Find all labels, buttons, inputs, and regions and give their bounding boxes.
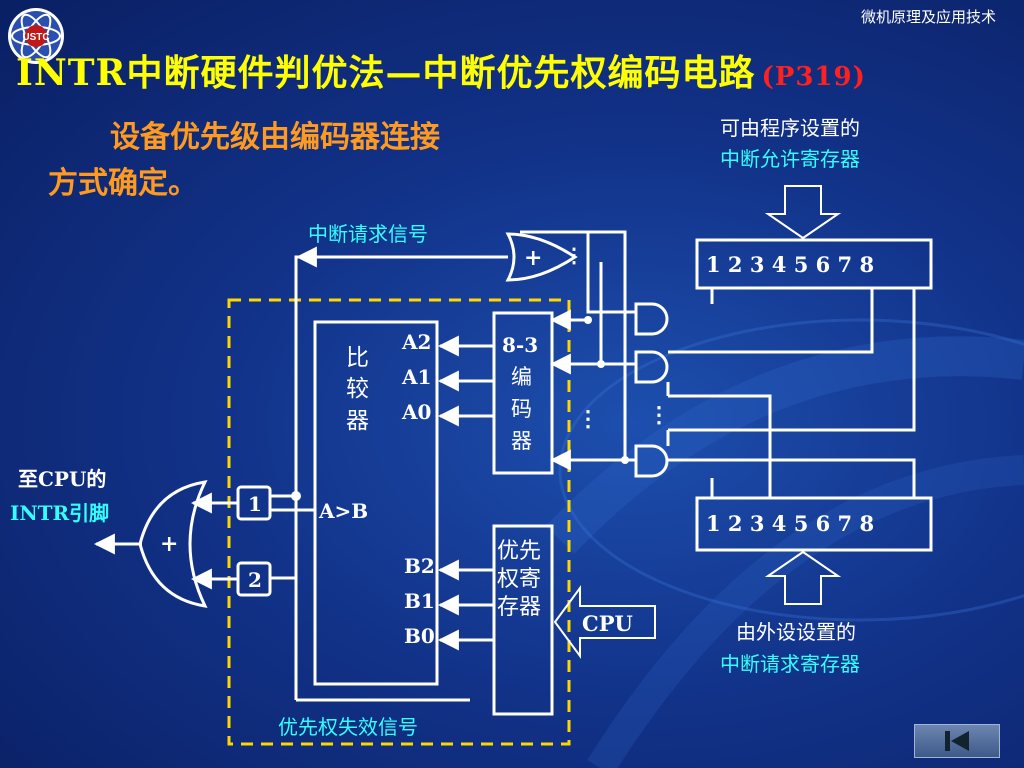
comparator-box [313, 320, 439, 686]
comparator-in-b1: B1 [404, 589, 435, 613]
priority-invalid-signal-label: 优先权失效信号 [278, 715, 418, 739]
mask-register-label-2: 中断允许寄存器 [720, 147, 860, 171]
dots-and-gates: ⋮ [648, 402, 670, 428]
comparator-in-a0: A0 [401, 400, 431, 424]
and-gate-8 [634, 444, 669, 478]
mask-register-label-1: 可由程序设置的 [720, 116, 860, 140]
encoder-label-1: 8-3 [502, 333, 538, 357]
output-or-gate [138, 480, 208, 608]
course-name: 微机原理及应用技术 [860, 8, 996, 26]
mask-register-input-arrow [764, 185, 842, 240]
and-gate-1 [634, 302, 669, 336]
comparator-label-3: 器 [346, 408, 369, 434]
encoder-box [492, 311, 554, 475]
comparator-label-2: 较 [346, 376, 369, 402]
priority-register-label-2: 权寄 [497, 567, 541, 592]
comparator-label-1: 比 [346, 345, 369, 371]
logo-text: USTC [22, 32, 49, 43]
cpu-input-arrow [553, 584, 656, 660]
priority-register-label-3: 存器 [497, 595, 541, 620]
nav-back-button[interactable] [914, 724, 1000, 758]
mask-register [695, 238, 933, 290]
comparator-in-b0: B0 [404, 624, 435, 648]
request-register-label-1: 由外设设置的 [736, 620, 856, 644]
gate-2-label: 2 [248, 568, 262, 592]
request-register-label-2: 中断请求寄存器 [720, 652, 860, 676]
cpu-label: CPU [582, 611, 633, 636]
dashed-priority-block [227, 298, 571, 746]
priority-register-label-1: 优先 [497, 539, 541, 564]
request-register-bits: 1 2 3 4 5 6 7 8 [706, 511, 874, 536]
title-page-ref: (P319) [761, 62, 866, 92]
comparator-in-a1: A1 [401, 365, 431, 389]
comparator-in-a2: A2 [401, 330, 431, 354]
request-or-plus: + [524, 245, 542, 271]
encoder-label-3: 码 [511, 397, 532, 421]
title-main: INTR中断硬件判优法—中断优先权编码电路 [16, 52, 756, 94]
priority-register-box [492, 524, 554, 716]
request-or-gate [505, 232, 578, 282]
encoder-label-4: 器 [511, 429, 532, 453]
encoder-label-2: 编 [511, 365, 532, 389]
output-or-plus: + [160, 531, 178, 557]
page-title: INTR中断硬件判优法—中断优先权编码电路(P319) [16, 44, 866, 96]
ustc-logo: USTC [8, 8, 64, 64]
dots-or-inputs: ⋮ [564, 243, 584, 267]
and-gate-2 [634, 350, 669, 384]
mask-register-bits: 1 2 3 4 5 6 7 8 [706, 252, 874, 277]
to-cpu-label: 至CPU的 [18, 467, 107, 491]
request-register [695, 496, 933, 552]
intr-pin-label: INTR引脚 [10, 501, 110, 525]
skip-back-icon [945, 731, 969, 751]
request-register-input-arrow [764, 550, 842, 605]
dots-encoder-inputs: ⋮ [577, 406, 599, 432]
int-request-signal-label: 中断请求信号 [308, 222, 428, 246]
subtitle: 设备优先级由编码器连接方式确定。 [48, 120, 440, 201]
gate-1-label: 1 [248, 492, 262, 516]
comparator-in-b2: B2 [404, 554, 435, 578]
comparator-out-label: A>B [318, 499, 368, 523]
